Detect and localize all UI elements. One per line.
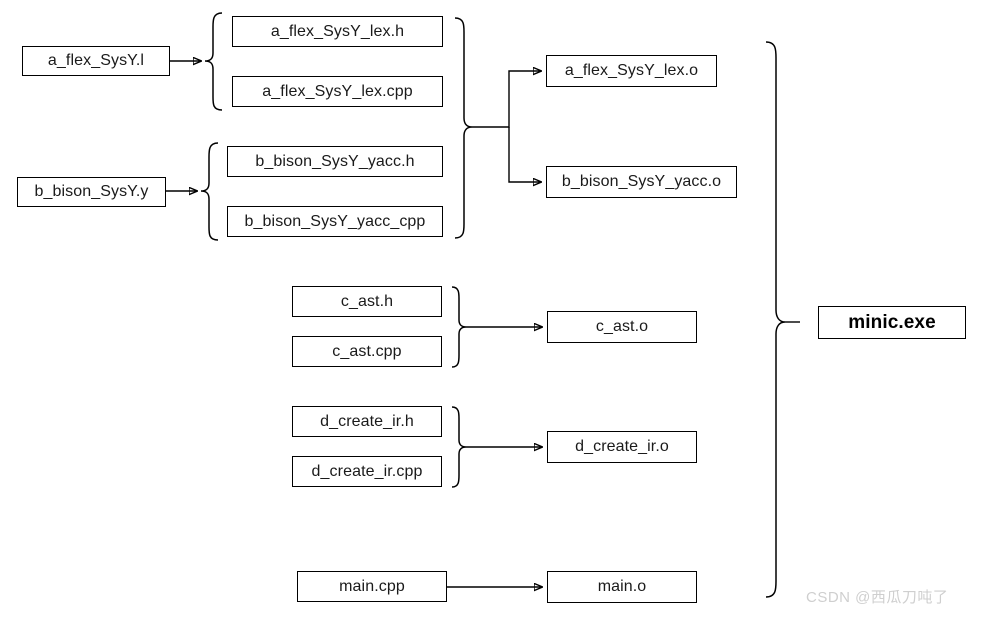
- node-a-flex-sysy-lex-cpp[interactable]: a_flex_SysY_lex.cpp: [232, 76, 443, 107]
- node-minic-exe[interactable]: minic.exe: [818, 306, 966, 339]
- node-a-flex-sysy-l[interactable]: a_flex_SysY.l: [22, 46, 170, 76]
- node-main-cpp[interactable]: main.cpp: [297, 571, 447, 602]
- brace-flex-group: [204, 12, 223, 111]
- node-c-ast-h[interactable]: c_ast.h: [292, 286, 442, 317]
- node-c-ast-cpp[interactable]: c_ast.cpp: [292, 336, 442, 367]
- node-b-bison-sysy-yacc-h[interactable]: b_bison_SysY_yacc.h: [227, 146, 443, 177]
- brace-ast-group: [451, 286, 467, 368]
- node-b-bison-sysy-yacc-o[interactable]: b_bison_SysY_yacc.o: [546, 166, 737, 198]
- brace-link-objects: [765, 41, 786, 598]
- node-b-bison-sysy-y[interactable]: b_bison_SysY.y: [17, 177, 166, 207]
- node-a-flex-sysy-lex-h[interactable]: a_flex_SysY_lex.h: [232, 16, 443, 47]
- node-d-create-ir-o[interactable]: d_create_ir.o: [547, 431, 697, 463]
- brace-ir-group: [451, 406, 467, 488]
- node-d-create-ir-cpp[interactable]: d_create_ir.cpp: [292, 456, 442, 487]
- edge-generated-split: [472, 71, 541, 128]
- node-d-create-ir-h[interactable]: d_create_ir.h: [292, 406, 442, 437]
- watermark-text: CSDN @西瓜刀吨了: [806, 589, 949, 606]
- edge-generated-to-yacc-o: [508, 127, 541, 182]
- brace-bison-group: [200, 142, 219, 241]
- node-b-bison-sysy-yacc-cpp[interactable]: b_bison_SysY_yacc_cpp: [227, 206, 443, 237]
- node-c-ast-o[interactable]: c_ast.o: [547, 311, 697, 343]
- node-main-o[interactable]: main.o: [547, 571, 697, 603]
- node-a-flex-sysy-lex-o[interactable]: a_flex_SysY_lex.o: [546, 55, 717, 87]
- brace-generated-outputs: [454, 17, 473, 239]
